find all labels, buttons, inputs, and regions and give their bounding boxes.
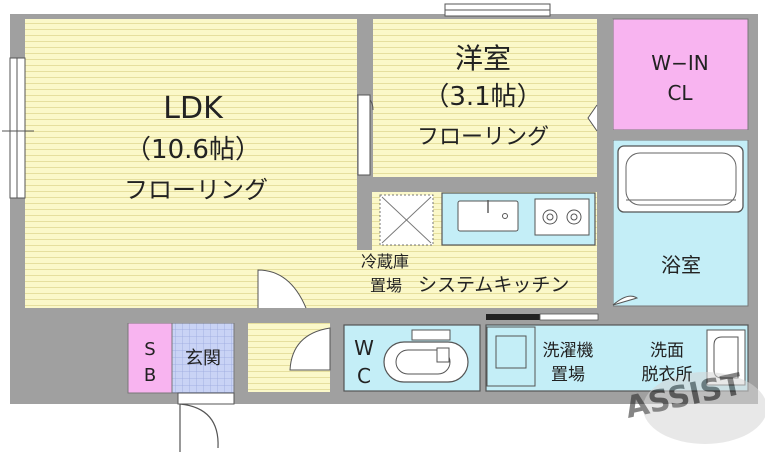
entrance-name: 玄関: [185, 348, 221, 369]
washer-line1: 洗濯機: [543, 341, 594, 361]
closet-line2: CL: [667, 81, 693, 105]
western-room-size: （3.1帖）: [423, 82, 542, 112]
wall-fridge-left: [357, 192, 372, 250]
door-ldk: [257, 269, 307, 309]
burner-right-inner: [570, 213, 578, 221]
kitchen-label: システムキッチン: [418, 274, 569, 296]
wall-closet-bath: [613, 130, 753, 140]
western-room-name: 洋室: [455, 42, 511, 75]
burner-left: [542, 209, 558, 225]
bathroom-name: 浴室: [661, 253, 701, 277]
toilet-line2: C: [357, 364, 371, 388]
wall-ldk-bottom: [25, 308, 753, 323]
burner-right: [566, 209, 582, 225]
entrance-sill: [177, 392, 235, 405]
shoe-box-line1: S: [144, 339, 155, 360]
fridge-line2: 置場: [370, 276, 402, 295]
ldk-size: （10.6帖）: [125, 135, 261, 165]
toilet-line1: W: [354, 336, 374, 360]
sink-drain: [502, 213, 508, 219]
washer-pan: [486, 326, 536, 387]
fridge-cross-2: [381, 196, 432, 244]
ldk-name: LDK: [163, 91, 224, 126]
ldk-floor: [25, 19, 357, 308]
shoe-box-area: [127, 322, 173, 394]
stove: [534, 198, 590, 236]
door-bath: [612, 295, 639, 306]
western-room-floor: [373, 19, 597, 177]
entrance-area: [171, 322, 235, 394]
washroom-line2: 脱衣所: [642, 365, 693, 385]
washroom-line1: 洗面: [650, 341, 684, 361]
wall-western-right: [597, 19, 613, 311]
ldk-floor-label: フローリング: [124, 176, 268, 204]
door-closet: [587, 104, 598, 132]
washer-line2: 置場: [551, 365, 585, 385]
watermark-logo: ASSIST: [622, 367, 765, 444]
bathtub-inner: [625, 152, 737, 206]
western-room-floor-label: フローリング: [417, 125, 549, 150]
burner-left-inner: [546, 213, 554, 221]
washer-tap-strip-light: [539, 313, 599, 321]
washer-pan-inner: [495, 335, 527, 369]
toilet-tank: [411, 329, 451, 341]
door-western-leaf: [357, 94, 371, 176]
toilet-flush: [436, 347, 450, 363]
wall-western-bottom: [373, 177, 603, 192]
shoe-box-line2: B: [144, 365, 156, 386]
door-toilet: [289, 327, 331, 371]
walk-in-closet-area: [612, 18, 749, 131]
door-entrance: [179, 403, 219, 452]
fridge-line1: 冷蔵庫: [361, 252, 409, 271]
closet-line1: W−IN: [651, 51, 708, 75]
